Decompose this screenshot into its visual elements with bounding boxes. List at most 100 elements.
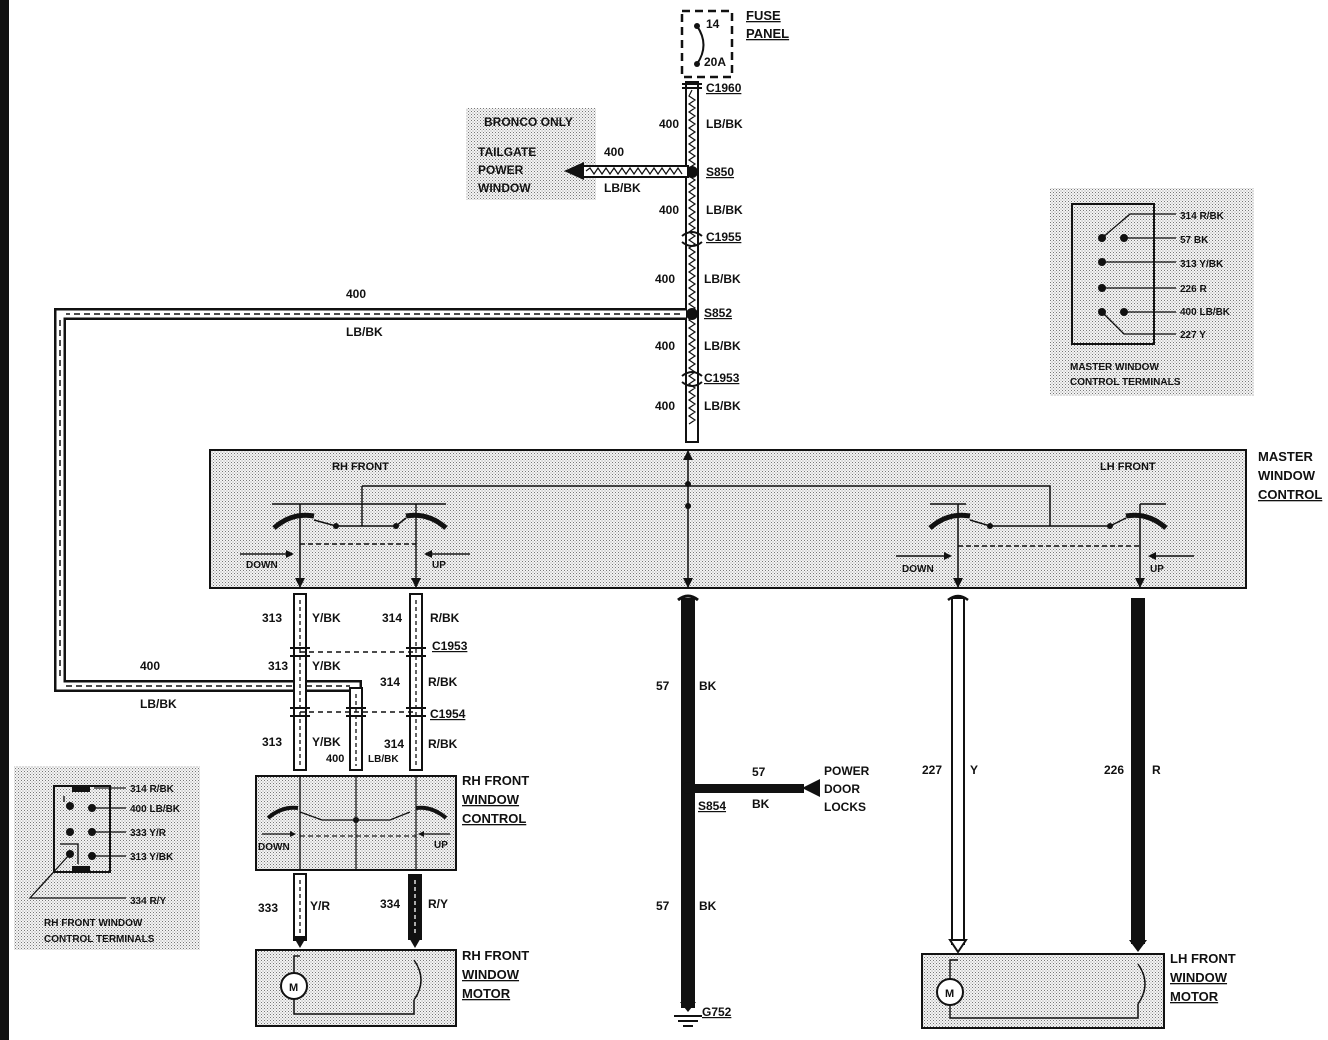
wire-label-400: 400	[659, 203, 679, 217]
bronco-only-label: BRONCO ONLY	[484, 115, 573, 129]
inset-caption: MASTER WINDOW	[1070, 362, 1159, 373]
splice-s852-dot	[686, 308, 698, 320]
wire-label-400: 400	[655, 272, 675, 286]
down-label: DOWN	[246, 560, 278, 571]
splice-s852: S852	[704, 306, 732, 320]
master-control-title-2: WINDOW	[1258, 468, 1316, 483]
splice-s854: S854	[698, 799, 726, 813]
rh-control-title-2: WINDOW	[462, 792, 520, 807]
wire-label-334: 334	[380, 897, 400, 911]
master-terminals-inset: 314 R/BK 57 BK 313 Y/BK 226 R 400 LB/BK …	[1050, 188, 1254, 396]
terminal-pin: 400 LB/BK	[130, 804, 181, 815]
connector-c1953: C1953	[432, 639, 468, 653]
wire-label-bk: BK	[752, 797, 770, 811]
down-label: DOWN	[258, 842, 290, 853]
wire-label-400: 400	[659, 117, 679, 131]
wire-label-313: 313	[262, 611, 282, 625]
lh-motor-title-2: WINDOW	[1170, 970, 1228, 985]
wire-label-314: 314	[382, 611, 402, 625]
wire-label-y-bk: Y/BK	[312, 735, 341, 749]
terminal-pin: 334 R/Y	[130, 896, 166, 907]
connector-c1955: C1955	[706, 230, 742, 244]
bronco-tailgate-box: BRONCO ONLY TAILGATE POWER WINDOW	[466, 108, 596, 200]
rh-motor-title-3: MOTOR	[462, 986, 511, 1001]
page-edge	[0, 0, 9, 1040]
window-label: WINDOW	[478, 181, 531, 195]
power-door-locks-label-2: DOOR	[824, 782, 860, 796]
wire-label-57: 57	[656, 899, 670, 913]
wire-label-r-bk: R/BK	[428, 675, 458, 689]
wire-label-lb-bk: LB/BK	[140, 697, 177, 711]
rh-terminals-inset: 314 R/BK 400 LB/BK 333 Y/R 313 Y/BK 334 …	[14, 766, 200, 950]
wire-label-lb-bk: LB/BK	[704, 272, 741, 286]
rh-motor-title: RH FRONT	[462, 948, 529, 963]
wire-label-lb-bk: LB/BK	[346, 325, 383, 339]
wire-label-227: 227	[922, 763, 942, 777]
terminal-pin: 313 Y/BK	[1180, 259, 1224, 270]
tailgate-label: TAILGATE	[478, 145, 536, 159]
fuse-panel: 14 20A FUSE PANEL	[680, 8, 789, 79]
fuse-panel-title: FUSE	[746, 8, 781, 23]
terminal-pin: 227 Y	[1180, 330, 1206, 341]
rh-motor-wires	[293, 873, 422, 948]
terminal-pin: 333 Y/R	[130, 828, 167, 839]
wire-label-y-bk: Y/BK	[312, 659, 341, 673]
power-door-locks-label-3: LOCKS	[824, 800, 866, 814]
down-label: DOWN	[902, 564, 934, 575]
wire-label-bk: BK	[699, 679, 717, 693]
lh-motor-title-3: MOTOR	[1170, 989, 1219, 1004]
inset-caption: RH FRONT WINDOW	[44, 918, 143, 929]
wire-label-400: 400	[140, 659, 160, 673]
wire-label-57: 57	[752, 765, 766, 779]
wire-label-lb-bk: LB/BK	[704, 339, 741, 353]
wire-label-y-bk: Y/BK	[312, 611, 341, 625]
wire-label-400: 400	[326, 753, 344, 765]
rh-motor-title-2: WINDOW	[462, 967, 520, 982]
wire-label-314: 314	[380, 675, 400, 689]
master-window-control: RH FRONT LH FRONT DOWN UP DOWN UP	[209, 449, 1247, 589]
wire-label-400: 400	[655, 339, 675, 353]
wire-label-314: 314	[384, 737, 404, 751]
wire-label-r-bk: R/BK	[430, 611, 460, 625]
rh-switch-wires	[290, 593, 426, 771]
wire-label-y-r: Y/R	[310, 899, 330, 913]
up-label: UP	[434, 840, 448, 851]
wire-label-r: R	[1152, 763, 1161, 777]
rh-window-control: DOWN UP	[255, 775, 457, 871]
inset-caption-2: CONTROL TERMINALS	[1070, 377, 1181, 388]
motor-symbol: M	[945, 988, 954, 1000]
master-control-title: MASTER	[1258, 449, 1314, 464]
terminal-pin: 313 Y/BK	[130, 852, 174, 863]
rh-front-label: RH FRONT	[332, 461, 389, 473]
wire-label-400: 400	[346, 287, 366, 301]
wire-label-313: 313	[268, 659, 288, 673]
wire-label-lb-bk: LB/BK	[604, 181, 641, 195]
wire-label-lb-bk: LB/BK	[368, 754, 399, 765]
rh-window-motor: M	[255, 949, 457, 1027]
fuse-rating: 20A	[704, 55, 726, 69]
terminal-pin: 57 BK	[1180, 235, 1209, 246]
rh-control-title: RH FRONT	[462, 773, 529, 788]
master-control-title-3: CONTROL	[1258, 487, 1322, 502]
up-label: UP	[432, 560, 446, 571]
motor-symbol: M	[289, 982, 298, 994]
fuse-panel-title-2: PANEL	[746, 26, 789, 41]
lh-motor-title: LH FRONT	[1170, 951, 1236, 966]
terminal-pin: 314 R/BK	[130, 784, 175, 795]
wire-label-r-y: R/Y	[428, 897, 448, 911]
terminal-pin: 314 R/BK	[1180, 211, 1225, 222]
wire-label-400: 400	[655, 399, 675, 413]
lh-motor-wires	[947, 594, 1147, 954]
wire-label-400: 400	[604, 145, 624, 159]
connector-c1960: C1960	[706, 81, 742, 95]
connector-c1954: C1954	[430, 707, 466, 721]
power-door-locks-label: POWER	[824, 764, 870, 778]
fuse-number: 14	[706, 17, 720, 31]
inset-caption-2: CONTROL TERMINALS	[44, 934, 155, 945]
wire-label-lb-bk: LB/BK	[706, 117, 743, 131]
splice-s850: S850	[706, 165, 734, 179]
wire-label-313: 313	[262, 735, 282, 749]
ground-g752: G752	[702, 1005, 732, 1019]
wire-label-lb-bk: LB/BK	[706, 203, 743, 217]
